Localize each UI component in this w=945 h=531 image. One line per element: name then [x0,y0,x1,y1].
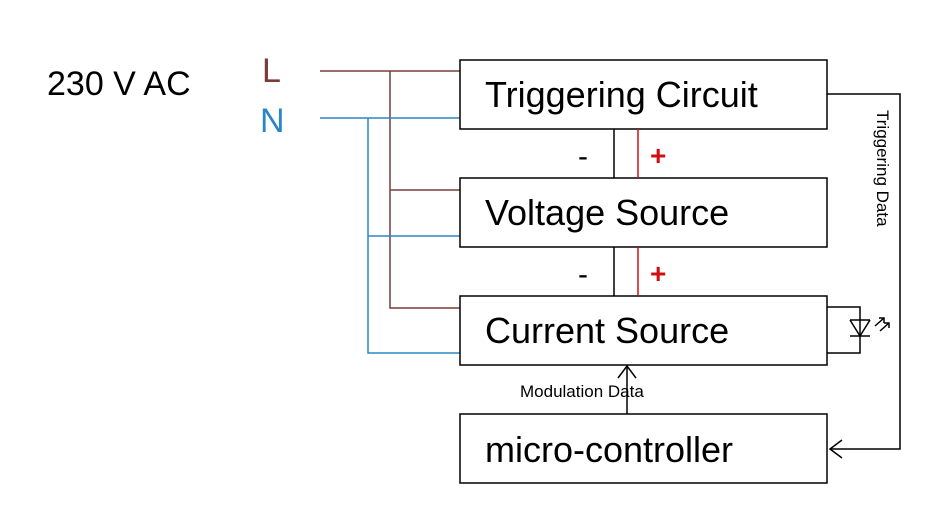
microcontroller-block: micro-controller [459,413,828,484]
polarity-link-lower: - + [578,247,666,296]
neutral-label: N [260,102,285,140]
neutral-wire [320,117,460,354]
microcontroller-label: micro-controller [485,429,733,470]
current-source-block: Current Source [459,295,828,366]
triggering-circuit-label: Triggering Circuit [485,74,758,115]
triggering-data-path: Triggering Data [827,93,901,459]
line-label: L [262,52,281,90]
voltage-source-block: Voltage Source [459,177,828,248]
minus-sign: - [578,140,588,173]
modulation-data-label: Modulation Data [520,382,644,401]
modulation-data-path: Modulation Data [520,364,644,414]
triggering-data-label: Triggering Data [873,110,892,227]
line-wire [320,70,460,309]
current-source-label: Current Source [485,310,729,351]
plus-sign: + [650,258,666,289]
polarity-link-upper: - + [578,129,666,178]
triggering-circuit-block: Triggering Circuit [459,59,828,130]
voltage-source-label: Voltage Source [485,192,729,233]
led-icon [827,306,890,354]
plus-sign: + [650,140,666,171]
supply-label: 230 V AC [47,65,191,103]
minus-sign: - [578,258,588,291]
